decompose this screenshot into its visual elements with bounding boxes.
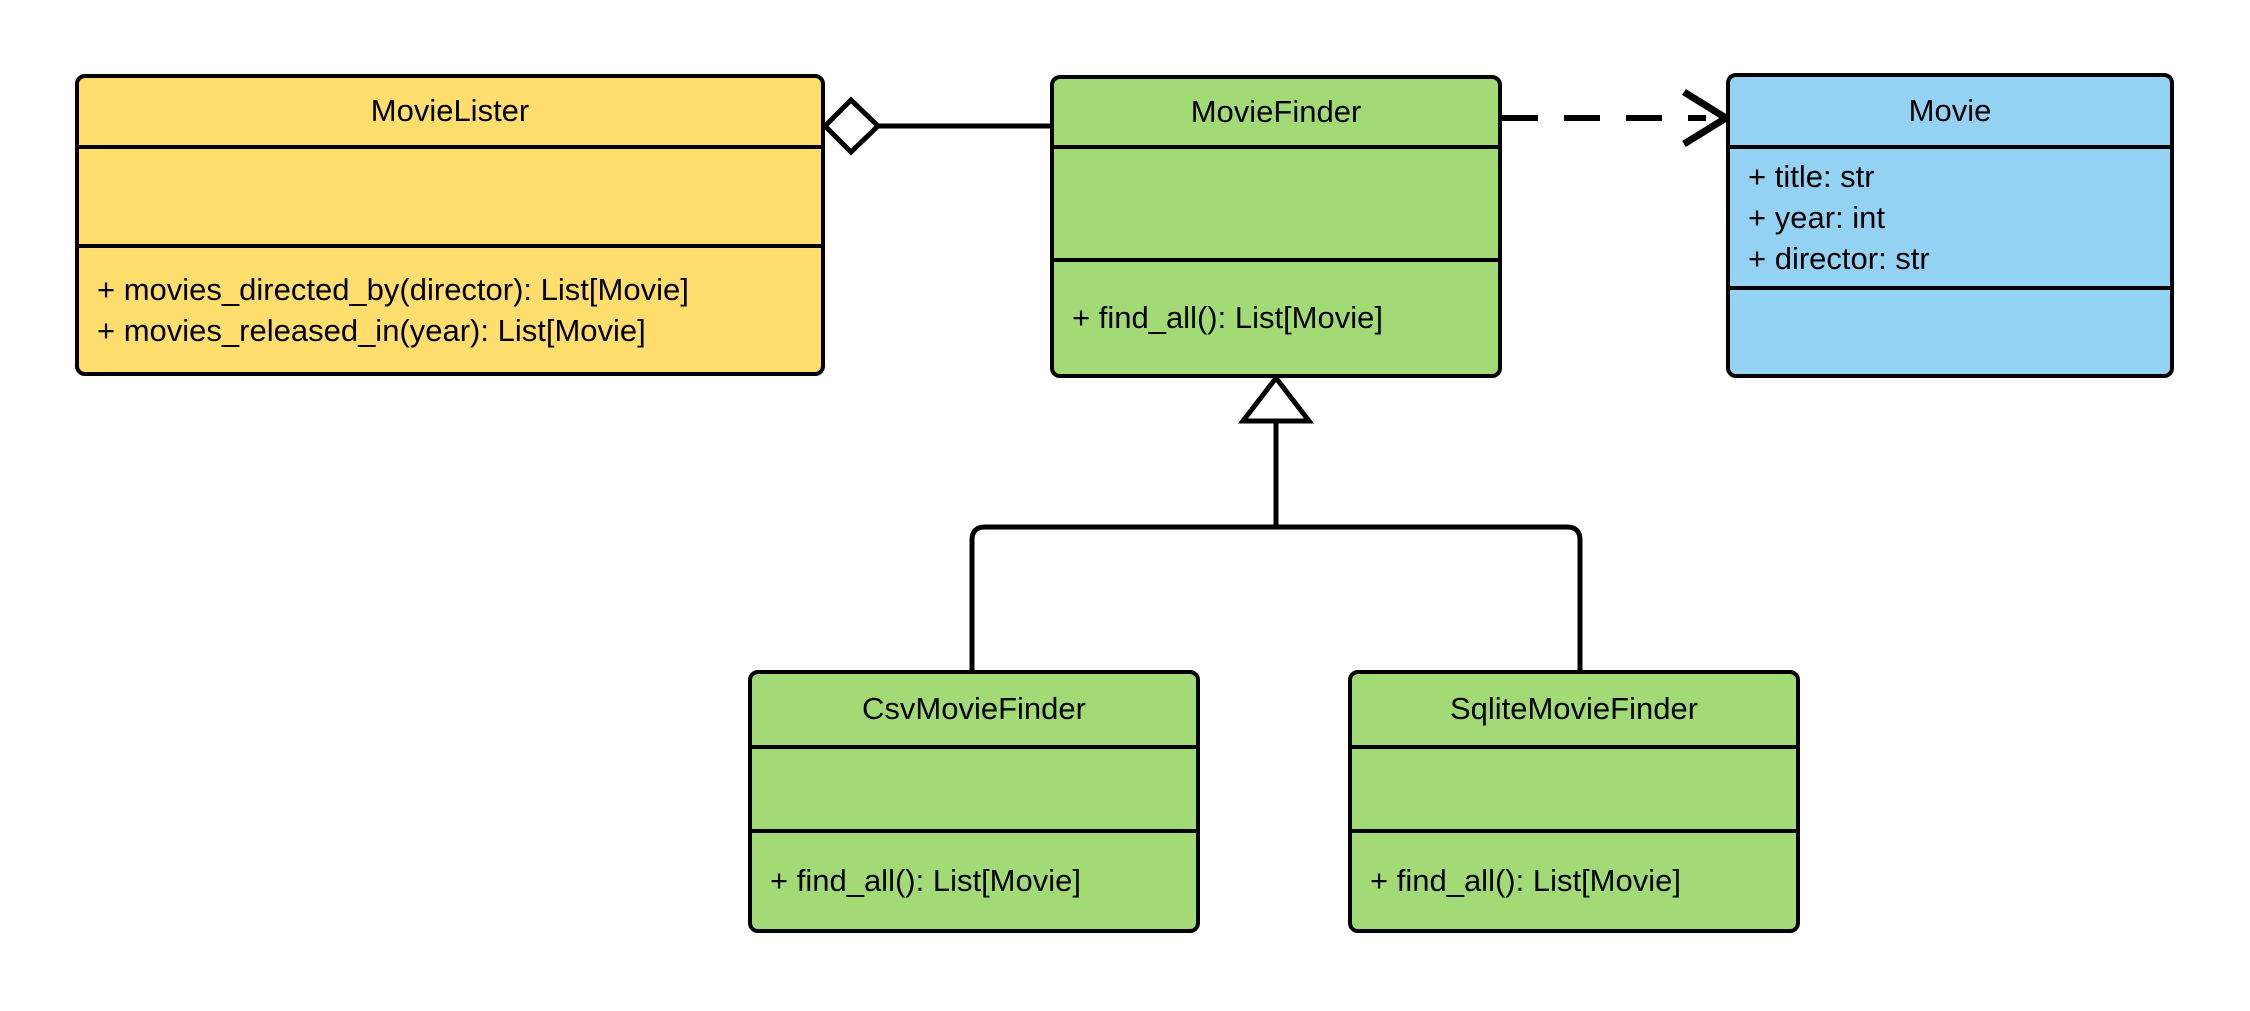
method-item: + find_all(): List[Movie] — [1072, 300, 1383, 336]
class-attributes-compartment — [1054, 145, 1498, 258]
class-title: MovieLister — [370, 93, 530, 129]
class-box-movie-lister[interactable]: MovieLister + movies_directed_by(directo… — [75, 74, 825, 376]
class-title: SqliteMovieFinder — [1449, 691, 1699, 727]
class-attributes-compartment — [79, 145, 821, 244]
class-methods-compartment: + movies_directed_by(director): List[Mov… — [79, 244, 821, 372]
method-item: + movies_directed_by(director): List[Mov… — [97, 271, 689, 307]
edge-generalization-tree[interactable] — [969, 373, 1583, 670]
class-name-compartment: MovieLister — [79, 78, 821, 145]
class-title: CsvMovieFinder — [862, 691, 1086, 727]
method-item: + find_all(): List[Movie] — [770, 863, 1081, 899]
class-methods-compartment: + find_all(): List[Movie] — [1054, 258, 1498, 374]
class-methods-compartment: + find_all(): List[Movie] — [752, 829, 1196, 929]
method-item: + find_all(): List[Movie] — [1370, 863, 1681, 899]
class-name-compartment: SqliteMovieFinder — [1352, 674, 1796, 745]
edge-dependency-finder-movie[interactable] — [1502, 89, 1733, 147]
class-methods-compartment — [1730, 286, 2170, 374]
class-title: Movie — [1908, 92, 1992, 128]
open-arrowhead-icon — [1682, 89, 1733, 147]
edge-aggregation-lister-finder[interactable] — [821, 96, 1050, 156]
generalization-bus — [969, 524, 1583, 670]
class-name-compartment: Movie — [1730, 77, 2170, 145]
class-box-csv-movie-finder[interactable]: CsvMovieFinder + find_all(): List[Movie] — [748, 670, 1200, 933]
class-attributes-compartment — [1352, 745, 1796, 829]
hollow-triangle-icon — [1237, 373, 1315, 424]
attribute-item: + director: str — [1748, 241, 1930, 277]
attribute-item: + title: str — [1748, 158, 1875, 194]
hollow-diamond-icon — [821, 96, 882, 156]
class-name-compartment: MovieFinder — [1054, 79, 1498, 145]
class-box-sqlite-movie-finder[interactable]: SqliteMovieFinder + find_all(): List[Mov… — [1348, 670, 1800, 933]
class-attributes-compartment: + title: str + year: int + director: str — [1730, 145, 2170, 286]
class-title: MovieFinder — [1190, 93, 1362, 129]
class-methods-compartment: + find_all(): List[Movie] — [1352, 829, 1796, 929]
class-name-compartment: CsvMovieFinder — [752, 674, 1196, 745]
attribute-item: + year: int — [1748, 199, 1885, 235]
method-item: + movies_released_in(year): List[Movie] — [97, 313, 646, 348]
class-attributes-compartment — [752, 745, 1196, 829]
class-box-movie[interactable]: Movie + title: str + year: int + directo… — [1726, 73, 2174, 378]
class-box-movie-finder[interactable]: MovieFinder + find_all(): List[Movie] — [1050, 75, 1502, 378]
